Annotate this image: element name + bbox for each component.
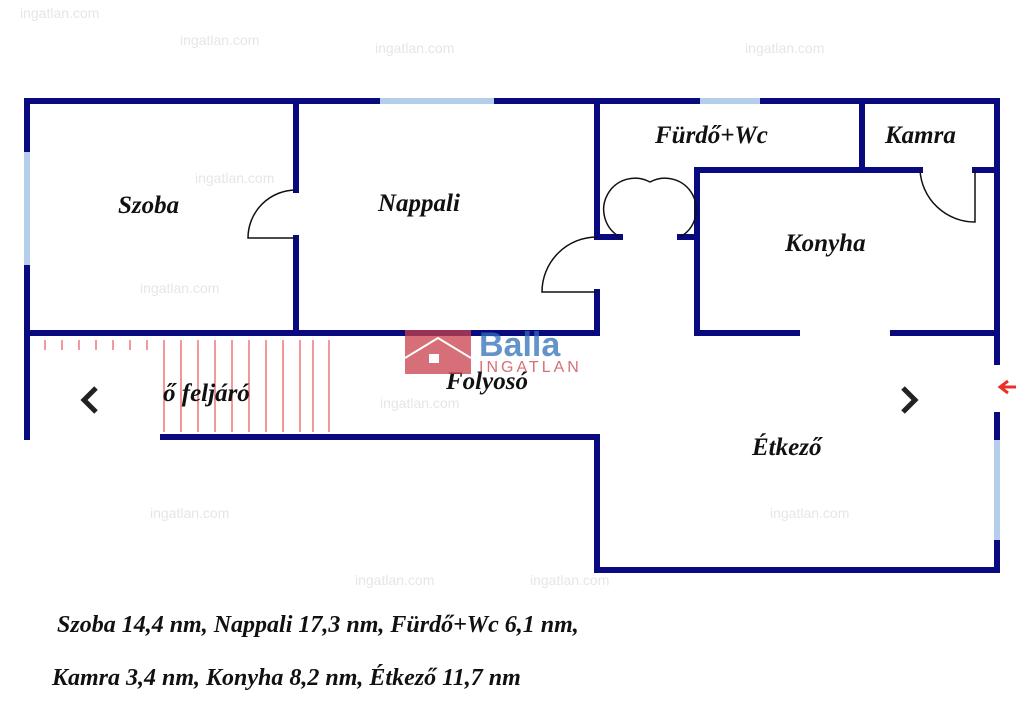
room-label-feljaro: ő feljáró <box>163 380 250 407</box>
logo-brand: Balla <box>479 326 561 364</box>
watermark: ingatlan.com <box>745 40 825 56</box>
chevron-left-icon <box>80 386 98 414</box>
watermark: ingatlan.com <box>20 5 100 21</box>
room-label-szoba: Szoba <box>118 192 180 219</box>
watermark: ingatlan.com <box>380 395 460 411</box>
next-image-button[interactable] <box>895 380 945 430</box>
doors <box>247 169 976 293</box>
watermark: ingatlan.com <box>770 505 850 521</box>
watermark: ingatlan.com <box>150 505 230 521</box>
walls <box>24 98 1000 573</box>
watermark: ingatlan.com <box>355 572 435 588</box>
entrance-arrow-icon <box>997 379 1016 395</box>
logo-sub: INGATLAN <box>479 359 582 376</box>
previous-image-button[interactable] <box>74 380 124 430</box>
watermark: ingatlan.com <box>180 32 260 48</box>
room-label-nappali: Nappali <box>378 190 460 217</box>
room-label-kamra: Kamra <box>885 122 956 149</box>
room-label-etkezo: Étkező <box>752 434 822 461</box>
windows <box>24 98 1000 540</box>
watermark: ingatlan.com <box>530 572 610 588</box>
area-caption-line2: Kamra 3,4 nm, Konyha 8,2 nm, Étkező 11,7… <box>52 665 521 691</box>
watermark: ingatlan.com <box>375 40 455 56</box>
room-label-furdo: Fürdő+Wc <box>655 122 768 149</box>
chevron-right-icon <box>901 386 919 414</box>
watermark: ingatlan.com <box>195 170 275 186</box>
watermark: ingatlan.com <box>140 280 220 296</box>
area-caption-line1: Szoba 14,4 nm, Nappali 17,3 nm, Fürdő+Wc… <box>57 612 579 638</box>
balla-ingatlan-logo: Balla INGATLAN <box>405 326 582 376</box>
house-logo-icon <box>405 330 471 374</box>
stairs <box>44 340 330 432</box>
room-label-konyha: Konyha <box>785 230 866 257</box>
